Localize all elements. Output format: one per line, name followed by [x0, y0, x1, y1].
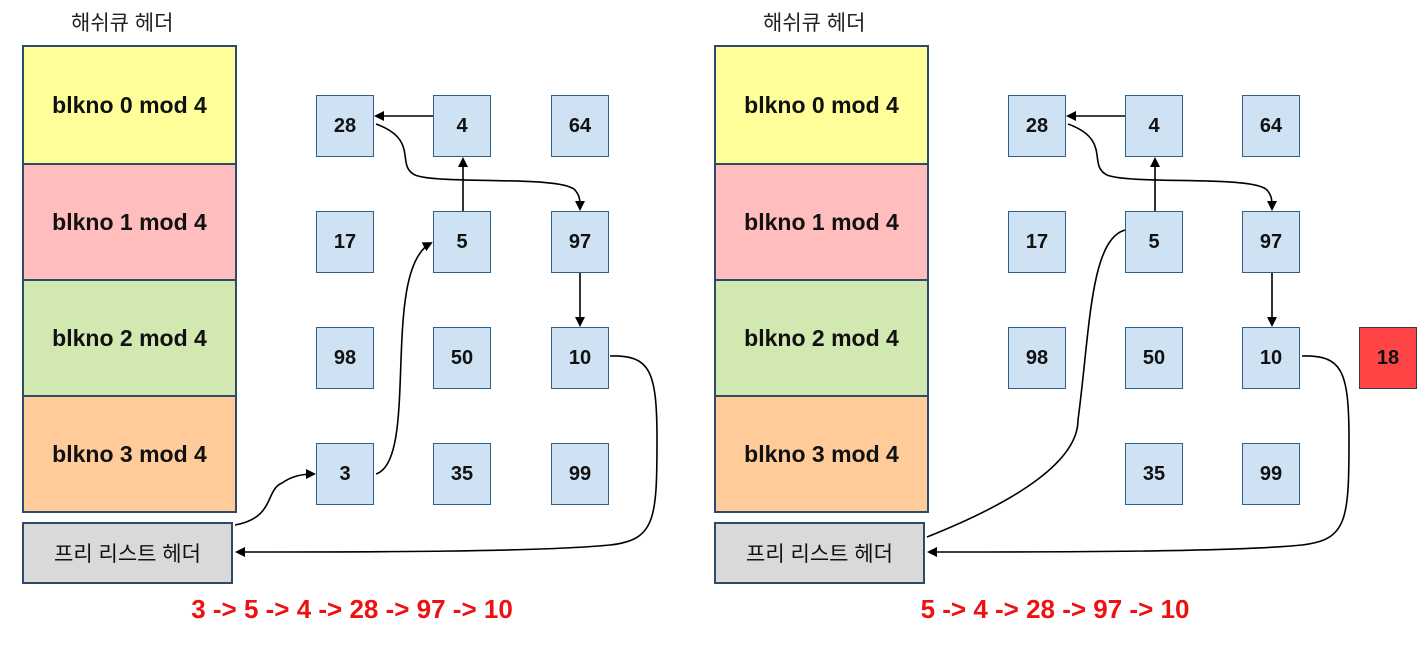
- buffer-node-35: 35: [433, 443, 491, 505]
- buffer-node-98: 98: [316, 327, 374, 389]
- buffer-node-17: 17: [1008, 211, 1066, 273]
- buffer-node-5: 5: [433, 211, 491, 273]
- buffer-node-99: 99: [1242, 443, 1300, 505]
- buffer-node-35: 35: [1125, 443, 1183, 505]
- buffer-node-98: 98: [1008, 327, 1066, 389]
- buffer-node-64: 64: [551, 95, 609, 157]
- buffer-node-97: 97: [551, 211, 609, 273]
- hash-queue-table: blkno 0 mod 4 blkno 1 mod 4 blkno 2 mod …: [22, 45, 237, 513]
- hash-queue-header-title: 해쉬큐 헤더: [71, 12, 174, 35]
- hash-queue-table: blkno 0 mod 4 blkno 1 mod 4 blkno 2 mod …: [714, 45, 929, 513]
- bucket-1: blkno 1 mod 4: [24, 163, 235, 279]
- bucket-3: blkno 3 mod 4: [24, 395, 235, 511]
- link-3-to-5: [375, 242, 433, 475]
- buffer-node-5: 5: [1125, 211, 1183, 273]
- bucket-1: blkno 1 mod 4: [716, 163, 927, 279]
- free-list-sequence: 5 -> 4 -> 28 -> 97 -> 10: [920, 594, 1190, 624]
- buffer-node-99: 99: [551, 443, 609, 505]
- free-list-header: 프리 리스트 헤더: [22, 522, 233, 584]
- free-list-sequence: 3 -> 5 -> 4 -> 28 -> 97 -> 10: [191, 594, 513, 624]
- buffer-node-50: 50: [433, 327, 491, 389]
- link-free-header-to-3: [234, 469, 316, 526]
- bucket-2: blkno 2 mod 4: [716, 279, 927, 395]
- buffer-node-17: 17: [316, 211, 374, 273]
- buffer-node-50: 50: [1125, 327, 1183, 389]
- buffer-node-4: 4: [433, 95, 491, 157]
- bucket-0: blkno 0 mod 4: [716, 47, 927, 163]
- free-list-header: 프리 리스트 헤더: [714, 522, 925, 584]
- buffer-node-18-new: 18: [1359, 327, 1417, 389]
- buffer-node-64: 64: [1242, 95, 1300, 157]
- buffer-node-3: 3: [316, 443, 374, 505]
- buffer-node-97: 97: [1242, 211, 1300, 273]
- buffer-node-4: 4: [1125, 95, 1183, 157]
- bucket-0: blkno 0 mod 4: [24, 47, 235, 163]
- hash-queue-header-title: 해쉬큐 헤더: [763, 12, 866, 35]
- bucket-3: blkno 3 mod 4: [716, 395, 927, 511]
- buffer-node-28: 28: [1008, 95, 1066, 157]
- buffer-node-10: 10: [1242, 327, 1300, 389]
- buffer-node-28: 28: [316, 95, 374, 157]
- buffer-node-10: 10: [551, 327, 609, 389]
- bucket-2: blkno 2 mod 4: [24, 279, 235, 395]
